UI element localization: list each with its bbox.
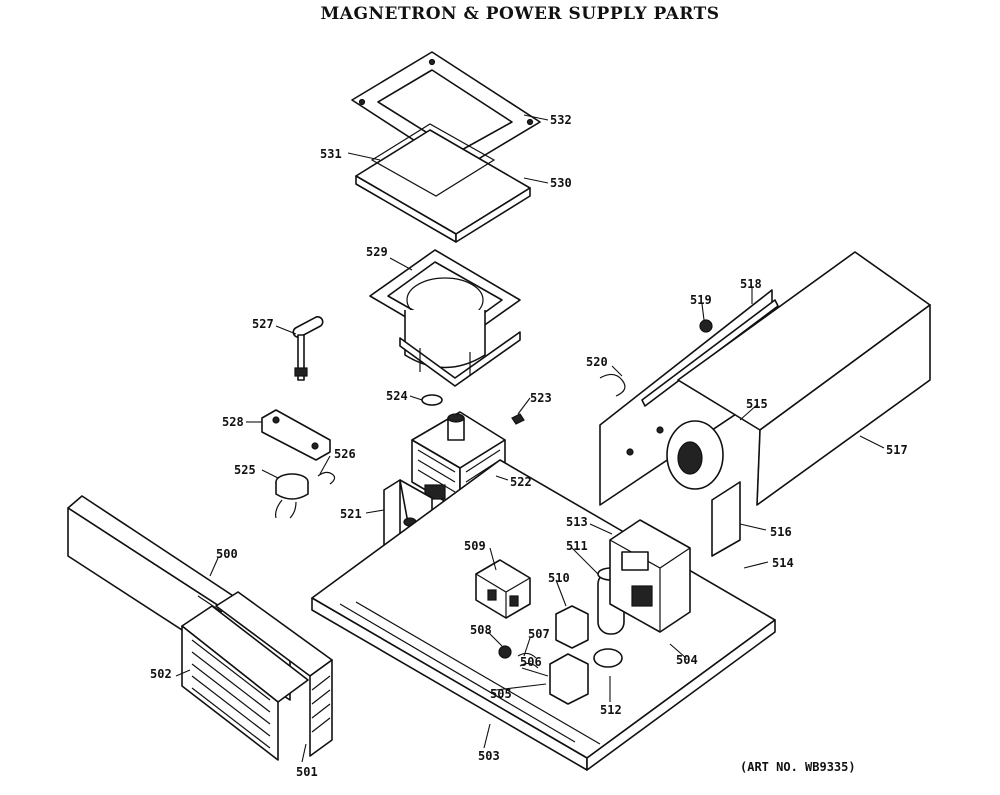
relay-509 [475,559,531,619]
part-507 [517,652,539,669]
callout-510: 510 [548,571,570,585]
base-plate-503 [311,459,776,771]
vent-grille-501 [215,591,333,757]
callout-529: 529 [366,245,388,259]
callout-518: 518 [740,277,762,291]
callout-528: 528 [222,415,244,429]
transformer-515 [609,519,691,633]
callout-514: 514 [772,556,794,570]
callout-517: 517 [886,443,908,457]
callout-511: 511 [566,539,588,553]
art-number: (ART NO. WB9335) [740,760,856,774]
callout-503: 503 [478,749,500,763]
callout-515: 515 [746,397,768,411]
callout-508: 508 [470,623,492,637]
probe-527 [292,316,324,381]
fuse-holder-506 [549,653,589,705]
callout-506: 506 [520,655,542,669]
callout-505: 505 [490,687,512,701]
part-520 [599,373,626,397]
callout-524: 524 [386,389,408,403]
callout-530: 530 [550,176,572,190]
callout-516: 516 [770,525,792,539]
thermal-cutout-525 [275,473,309,519]
diagram-title: MAGNETRON & POWER SUPPLY PARTS [320,4,720,24]
cover-517 [677,251,931,506]
callout-531: 531 [320,147,342,161]
callout-522: 522 [510,475,532,489]
callout-519: 519 [690,293,712,307]
callout-labels: 532 531 530 529 527 524 523 528 526 525 … [150,113,908,779]
fan-motor-515 [666,420,741,557]
plate-530 [355,123,531,243]
part-508 [498,645,512,659]
callout-520: 520 [586,355,608,369]
callout-526: 526 [334,447,356,461]
leader-lines [175,114,885,763]
callout-525: 525 [234,463,256,477]
callout-504: 504 [676,653,698,667]
vent-grille-502 [181,605,309,761]
clip-526 [317,471,336,485]
callout-523: 523 [530,391,552,405]
bracket-528 [261,409,331,461]
callout-502: 502 [150,667,172,681]
callout-521: 521 [340,507,362,521]
part-519 [699,319,713,333]
callout-527: 527 [252,317,274,331]
screw-523 [511,413,525,425]
callout-512: 512 [600,703,622,717]
waveguide-529 [369,249,521,387]
callout-500: 500 [216,547,238,561]
o-ring-524 [421,394,443,406]
part-510 [555,605,589,649]
callout-509: 509 [464,539,486,553]
part-512 [593,648,623,668]
callout-507: 507 [528,627,550,641]
callout-513: 513 [566,515,588,529]
callout-501: 501 [296,765,318,779]
callout-532: 532 [550,113,572,127]
